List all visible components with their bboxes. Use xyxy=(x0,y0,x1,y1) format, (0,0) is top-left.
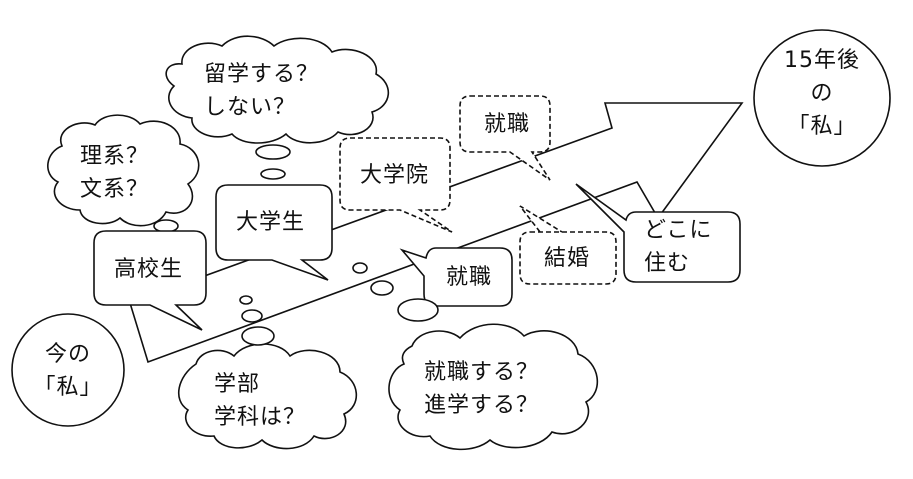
thought-trail-dot xyxy=(255,144,291,160)
label-now-self: 今の 「私」 xyxy=(33,342,103,400)
thought-bubble-study-abroad xyxy=(165,35,390,144)
life-path-arrow xyxy=(129,102,744,364)
label-university: 大学生 xyxy=(236,210,306,235)
label-job-after-univ: 就職 xyxy=(446,265,493,290)
thought-trail-dot xyxy=(352,262,368,274)
now-self-circle xyxy=(11,313,125,427)
thought-trail-dot xyxy=(370,280,394,296)
thought-trail-dot xyxy=(241,326,275,346)
thought-trail-dot xyxy=(241,309,263,323)
future-self-circle xyxy=(753,29,891,167)
speech-bubble-high-school xyxy=(93,230,207,331)
thought-bubble-science-arts xyxy=(47,114,200,227)
label-science-arts: 理系？ 文系？ xyxy=(80,144,150,202)
label-graduate-school: 大学院 xyxy=(360,163,430,188)
thought-trail-dot xyxy=(239,295,253,305)
speech-bubble-where-to-live xyxy=(575,183,741,283)
speech-bubble-job-after-grad xyxy=(459,95,551,181)
label-future-self: 15年後 の 「私」 xyxy=(784,48,860,139)
label-job-after-grad: 就職 xyxy=(484,112,531,137)
label-job-or-study: 就職する？ 進学する？ xyxy=(424,360,540,418)
label-high-school: 高校生 xyxy=(114,257,184,282)
thought-trail-dot xyxy=(397,298,439,322)
speech-bubble-university xyxy=(215,184,333,281)
thought-bubble-job-or-study xyxy=(388,323,599,451)
label-faculty: 学部 学科は？ xyxy=(214,372,307,430)
label-where-to-live: どこに 住む xyxy=(644,218,713,276)
speech-bubble-graduate-school xyxy=(339,137,453,233)
label-study-abroad: 留学する？ しない？ xyxy=(204,62,320,120)
thought-trail-dot xyxy=(260,168,286,180)
speech-bubble-marriage xyxy=(519,205,617,285)
label-marriage: 結婚 xyxy=(544,246,591,271)
